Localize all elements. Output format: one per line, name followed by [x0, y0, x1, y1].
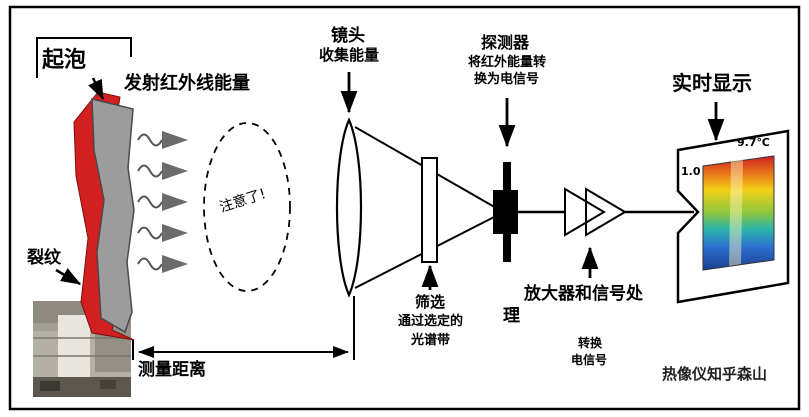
crack-arrow-icon: [55, 268, 82, 286]
watermark-label: 热像仪知乎森山: [662, 365, 768, 383]
ir-wave-arrows: [137, 131, 188, 273]
display-title: 实时显示: [672, 71, 752, 95]
attention-ellipse: [203, 122, 291, 292]
amplifier-label-line2: 理: [503, 306, 520, 326]
filter-title: 筛选: [415, 293, 446, 311]
detector-line1: 将红外能量转: [468, 55, 547, 70]
filter-line2: 光谱带: [411, 333, 451, 348]
signal-convert-line1: 转换: [578, 336, 603, 350]
detector-title: 探测器: [481, 33, 530, 52]
detector-line2: 换为电信号: [474, 72, 540, 87]
emit-energy-label: 发射红外线能量: [124, 73, 250, 94]
lens-subtitle: 收集能量: [319, 46, 380, 64]
wall-shape: [73, 91, 135, 341]
crack-label: 裂纹: [27, 248, 61, 268]
wall-gray-layer: [91, 98, 135, 334]
ir-wave-arrow: [137, 255, 188, 273]
temperature-readout: 9.7℃: [737, 136, 770, 149]
distance-label: 测量距离: [138, 360, 206, 380]
lens-title: 镜头: [331, 26, 365, 46]
blister-bracket: [36, 37, 132, 78]
lens-shape: [335, 117, 363, 298]
detector-shape: [493, 162, 518, 262]
outer-frame: [8, 5, 801, 411]
blister-label: 起泡: [42, 48, 87, 73]
signal-convert-line2: 电信号: [571, 353, 608, 367]
amplifier-symbol: [564, 187, 627, 237]
blister-arrow-icon: [88, 77, 105, 101]
ir-wave-arrow: [137, 162, 188, 180]
ir-wave-arrow: [137, 193, 188, 211]
emissivity-readout: 1.0: [681, 165, 701, 178]
ir-wave-arrow: [137, 131, 188, 149]
display-monitor: [676, 129, 790, 304]
amplifier-label-line1: 放大器和信号处: [524, 284, 643, 304]
thermal-hotspot: [729, 158, 743, 266]
ir-wave-arrow: [137, 224, 188, 242]
filter-shape: [421, 157, 438, 263]
thermal-image: [702, 155, 775, 271]
filter-line1: 通过选定的: [398, 314, 464, 329]
distance-dimension: [132, 296, 355, 360]
